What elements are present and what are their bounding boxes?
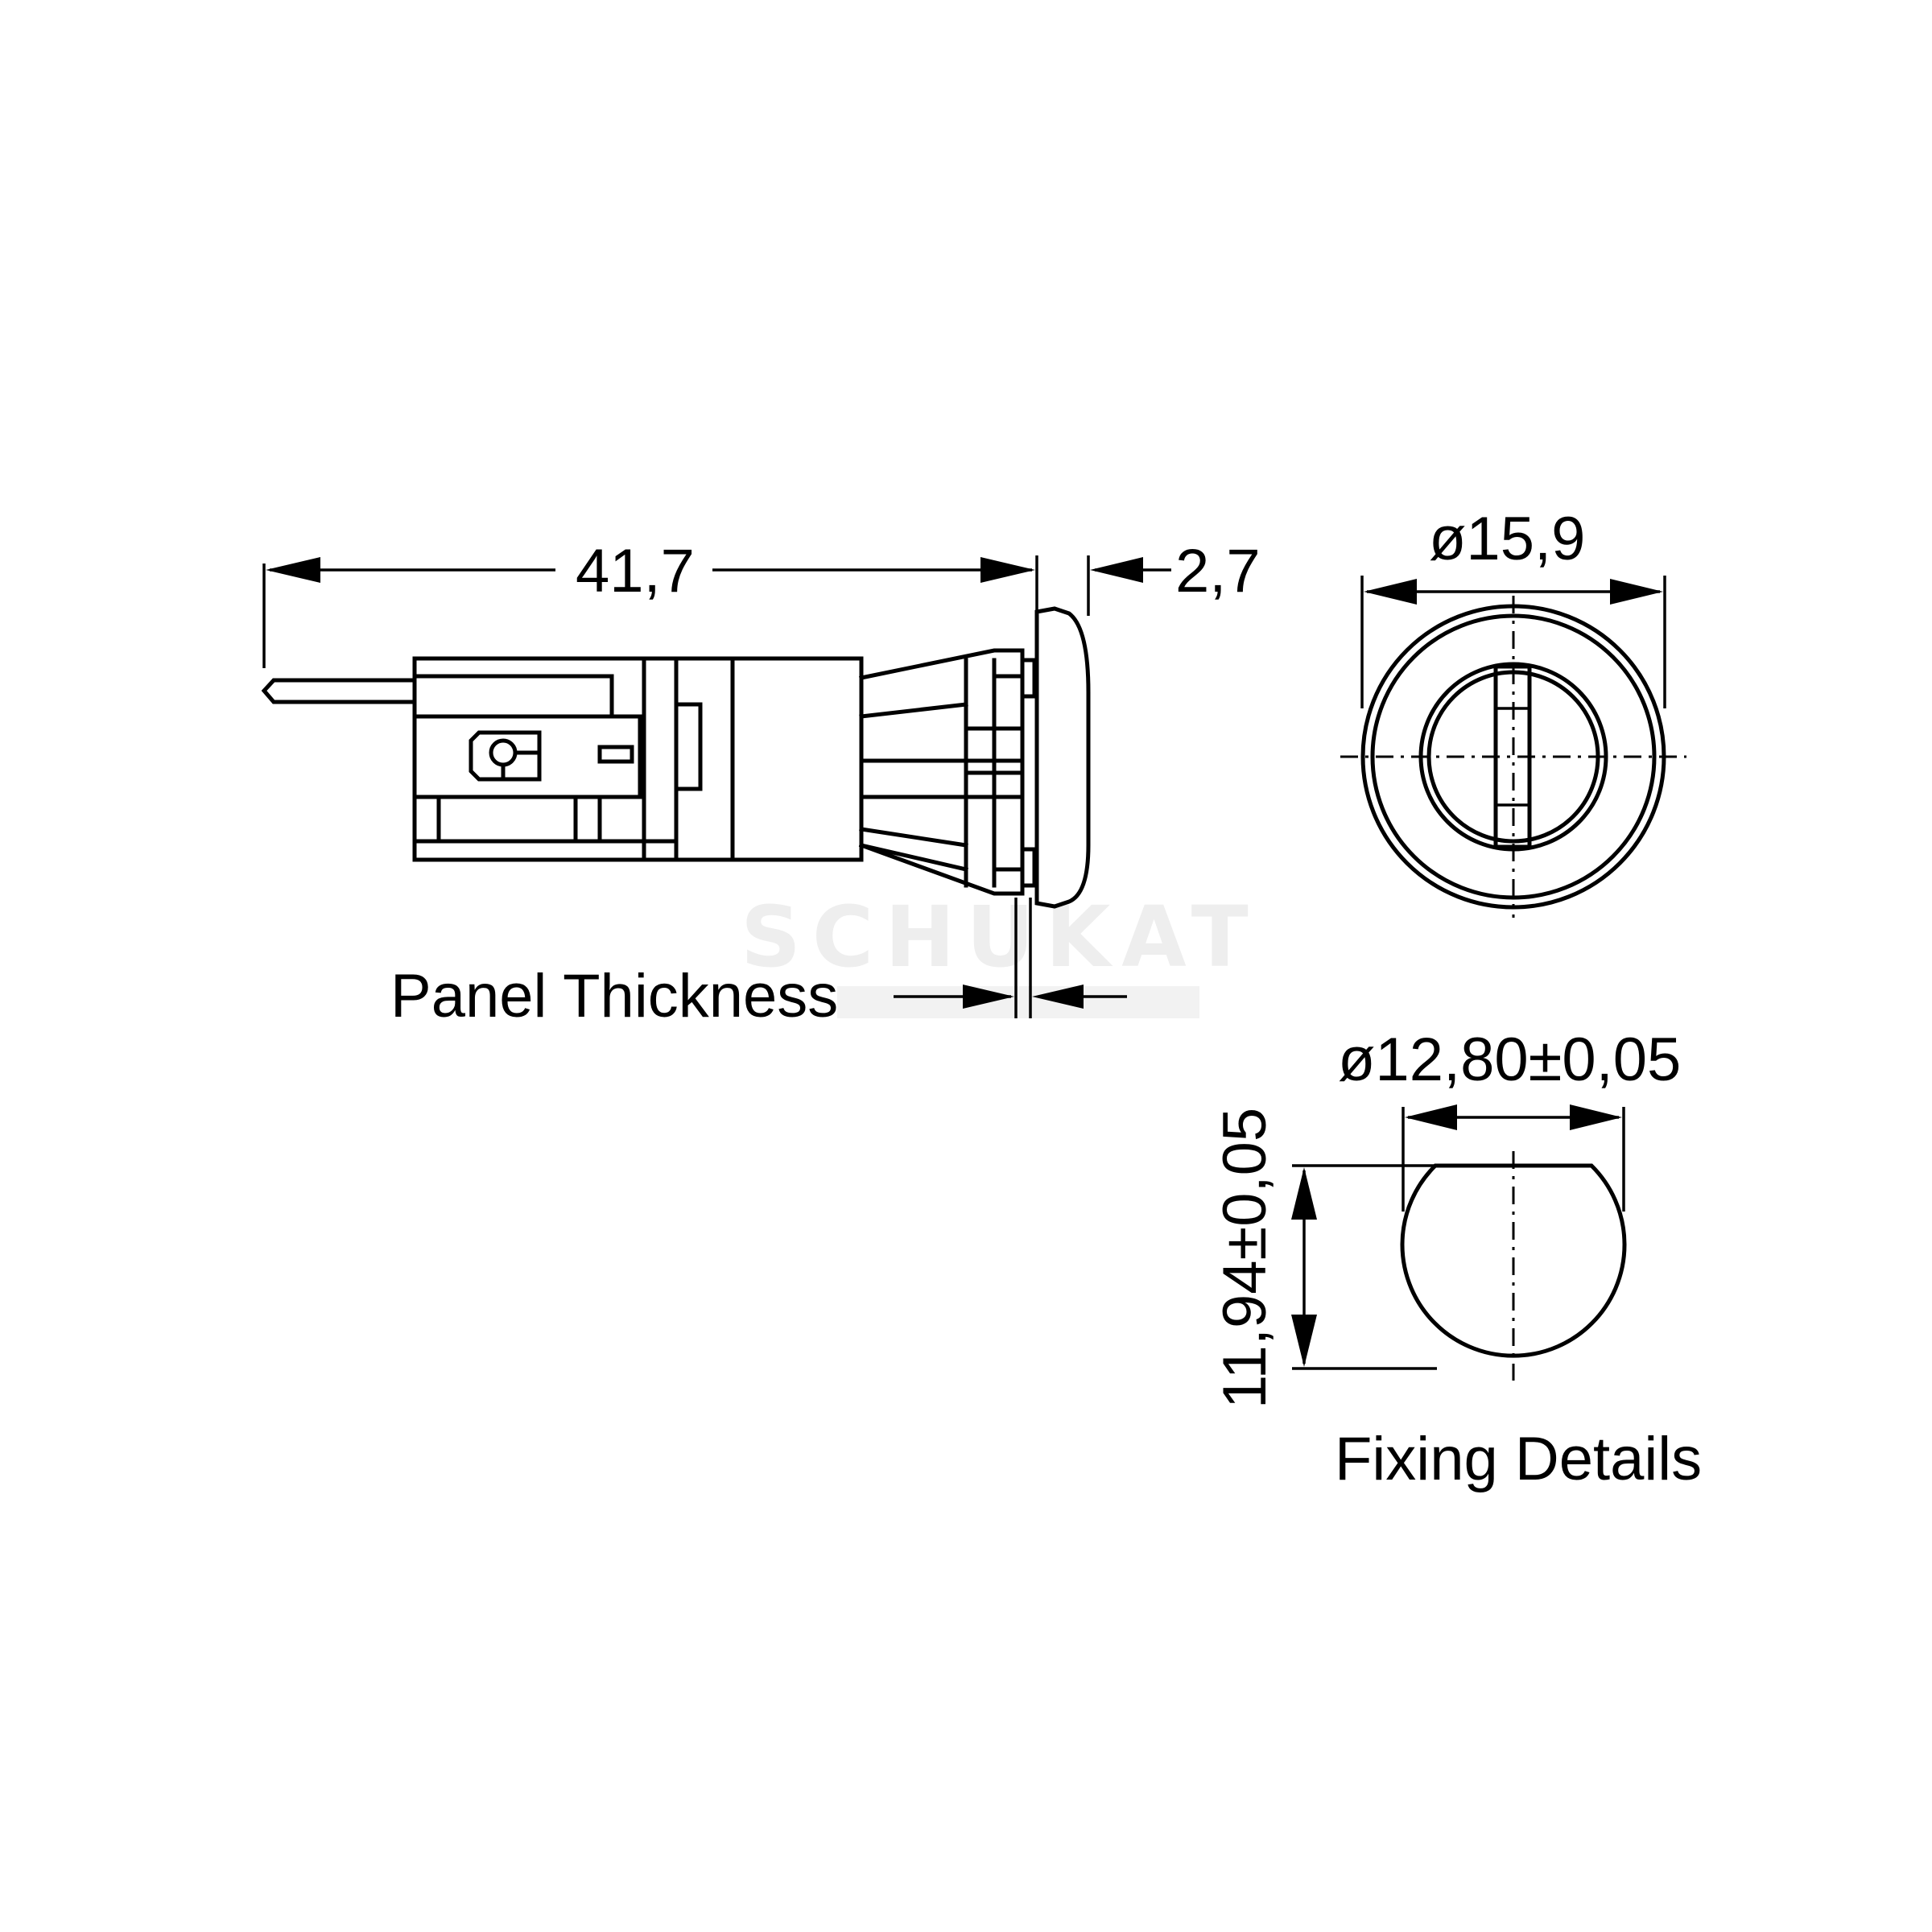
fixing-height-dimension: 11,94±0,05 [1211, 1108, 1437, 1409]
bezel-diameter-label: ø15,9 [1429, 505, 1585, 573]
svg-text:SCHUKAT: SCHUKAT [741, 888, 1260, 986]
panel-thickness-label: Panel Thickness [390, 962, 838, 1030]
bezel-thickness-label: 2,7 [1175, 537, 1261, 605]
bezel-diameter-dimension: ø15,9 [1360, 505, 1666, 708]
watermark-logo: SCHUKAT [741, 888, 1260, 1018]
length-label: 41,7 [576, 537, 695, 605]
bezel-thickness-dimension: 2,7 [1087, 537, 1261, 616]
front-view-component [1340, 596, 1686, 918]
fixing-cutout [1400, 1151, 1627, 1381]
fixing-diameter-label: ø12,80±0,05 [1338, 1026, 1681, 1094]
length-dimension: 41,7 [262, 537, 1038, 668]
panel-thickness-dimension: Panel Thickness [390, 898, 1127, 1030]
side-view-component [261, 606, 1091, 909]
fixing-height-label: 11,94±0,05 [1211, 1108, 1279, 1409]
fixing-details-title: Fixing Details [1335, 1425, 1702, 1493]
fixing-diameter-dimension: ø12,80±0,05 [1338, 1026, 1681, 1212]
